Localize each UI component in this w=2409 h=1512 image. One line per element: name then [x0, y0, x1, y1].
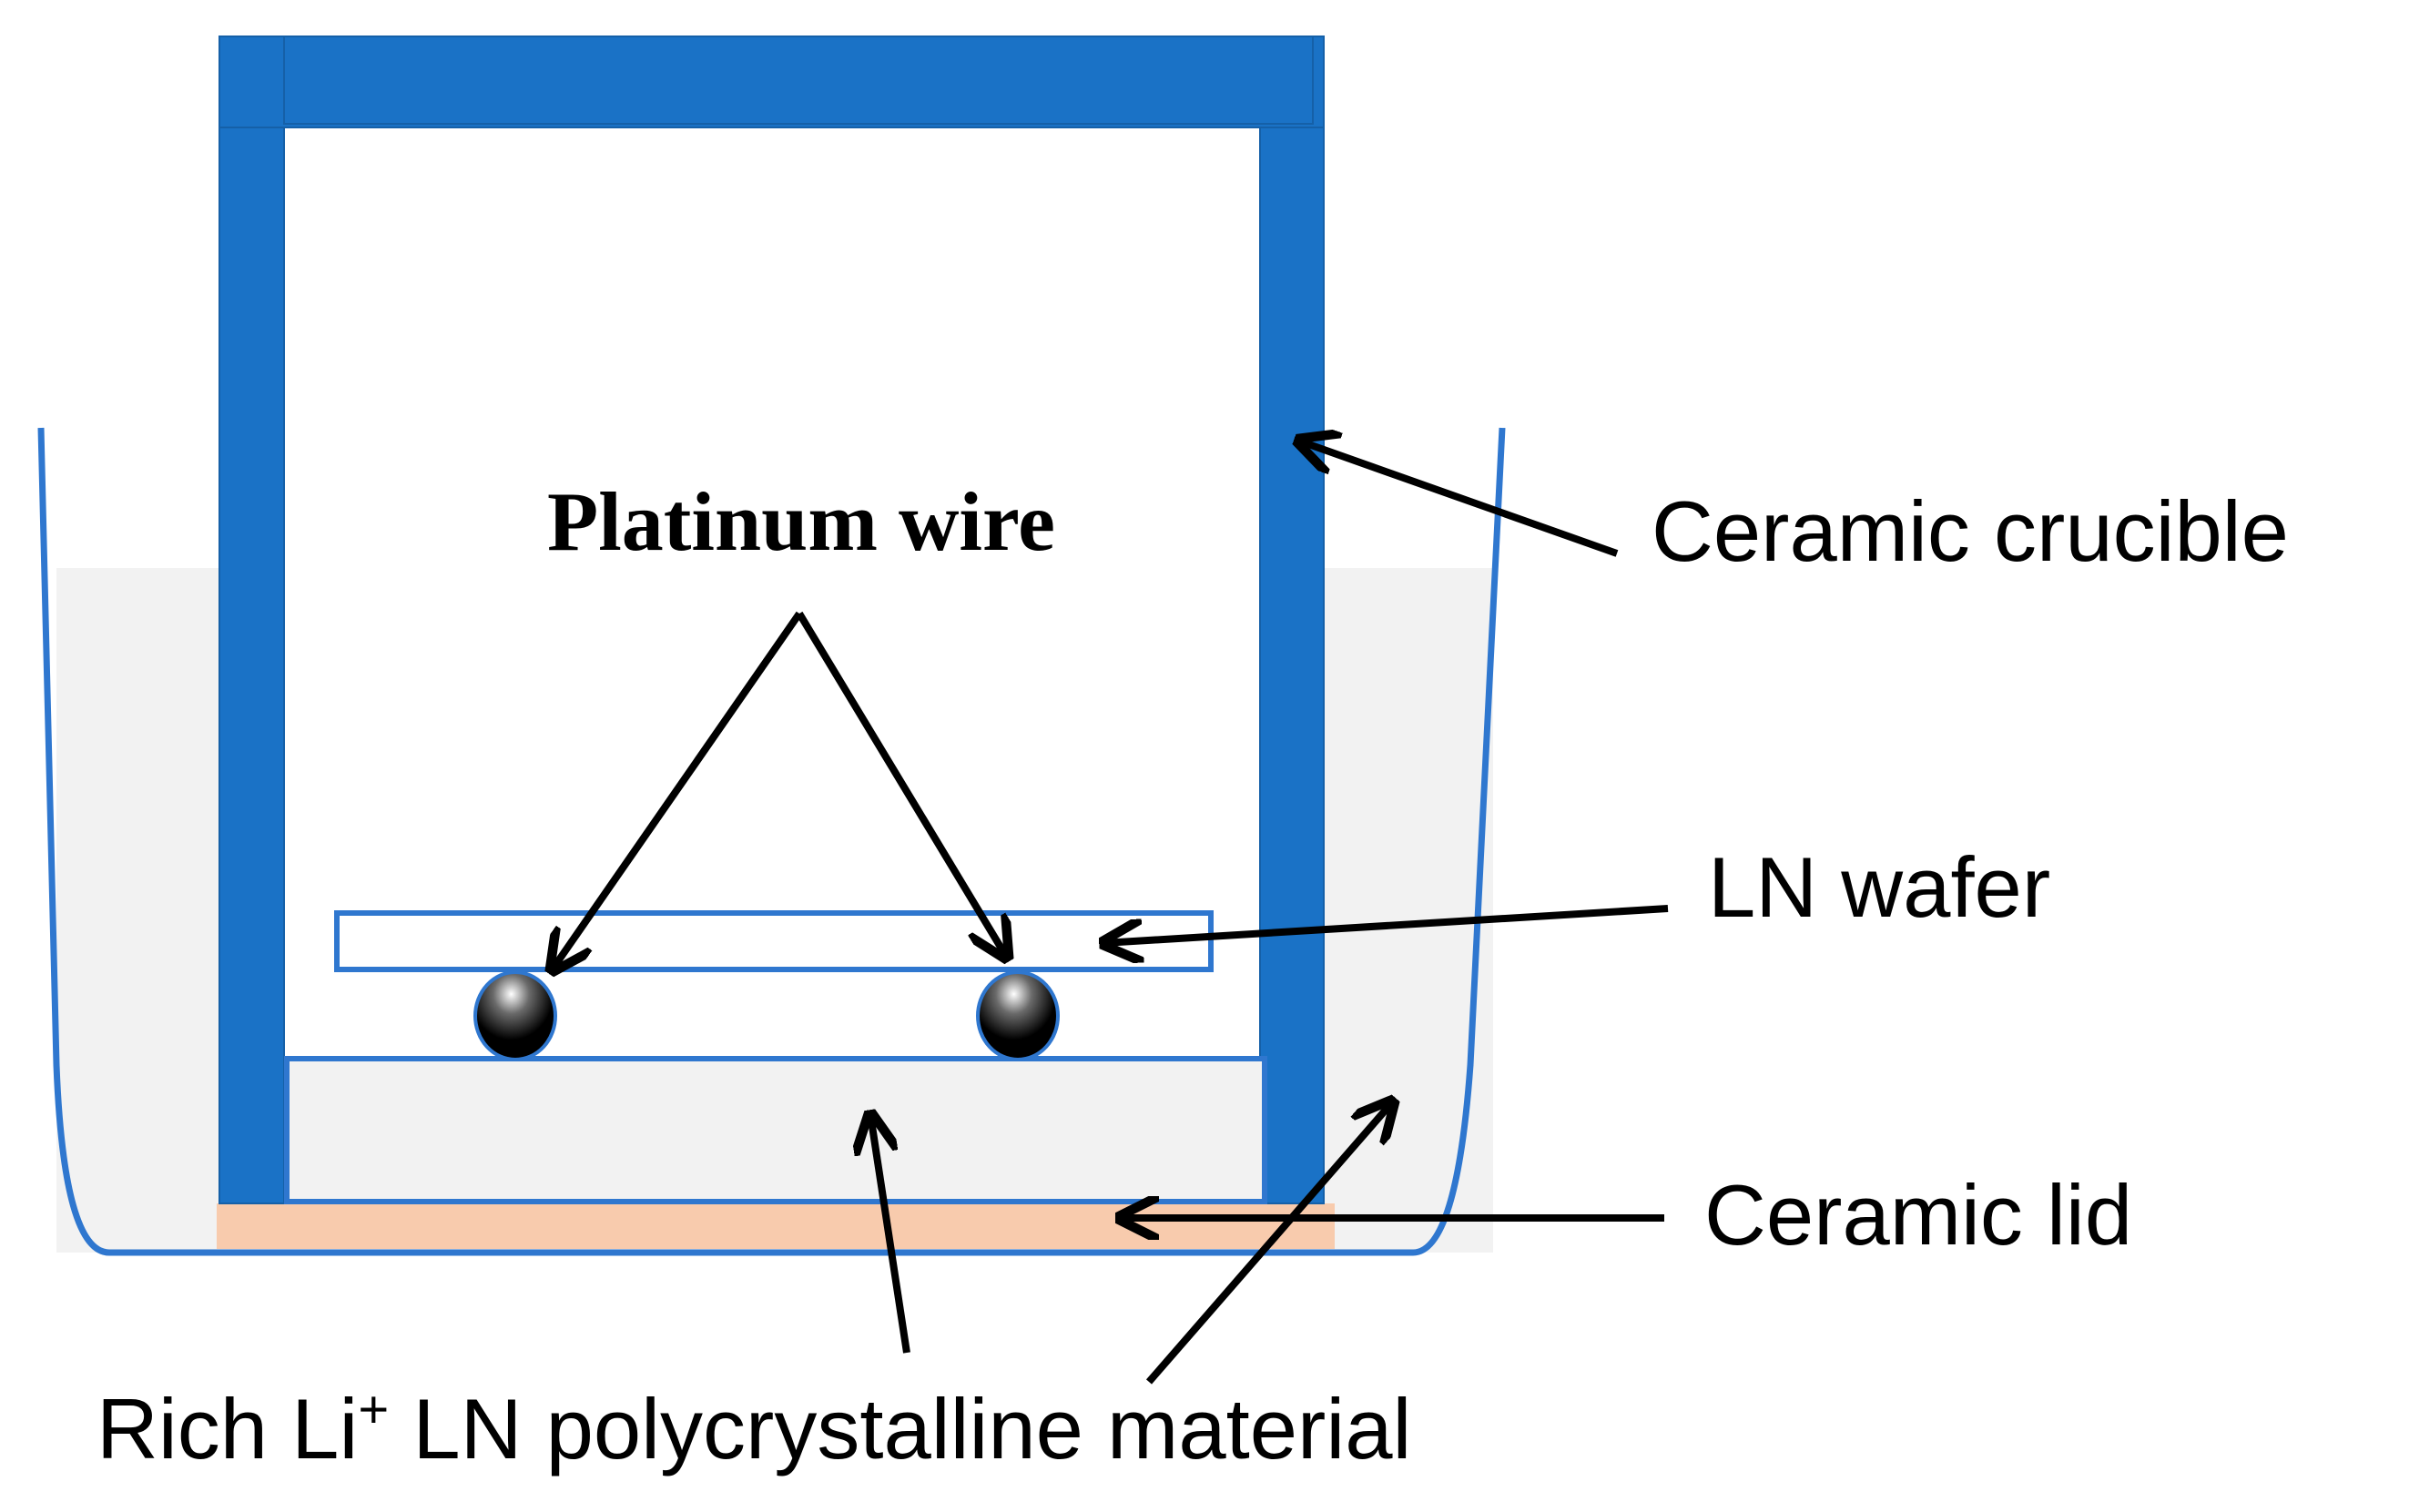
label-rich-li-suffix: LN polycrystalline material	[389, 1381, 1411, 1476]
label-ceramic-lid: Ceramic lid	[1704, 1167, 2132, 1263]
crucible-interior	[284, 127, 1260, 1202]
label-ln-wafer: LN wafer	[1708, 839, 2050, 935]
arrow-ceramic-crucible	[1298, 441, 1619, 557]
label-platinum-wire: Platinum wire	[547, 475, 1055, 568]
label-rich-li-material: Rich Li+ LN polycrystalline material	[97, 1380, 1411, 1476]
ln-wafer	[334, 910, 1214, 972]
label-rich-li-superscript: +	[358, 1380, 389, 1439]
arrow-outer-powder	[1145, 1101, 1393, 1385]
outer-container-wall	[37, 427, 1506, 1256]
annotation-arrows	[552, 441, 1669, 1385]
inner-powder-bed	[284, 1056, 1267, 1204]
ceramic-crucible	[219, 36, 1325, 1204]
arrow-platinum-right	[796, 611, 1007, 958]
label-rich-li-prefix: Rich Li	[97, 1381, 358, 1476]
ceramic-lid	[217, 1203, 1335, 1249]
crucible-top-inner-edge	[283, 36, 1314, 125]
crucible-left-wall	[219, 36, 285, 1204]
arrow-platinum-left	[552, 611, 803, 970]
label-ceramic-crucible: Ceramic crucible	[1652, 483, 2289, 579]
arrow-ln-wafer	[1103, 905, 1669, 943]
arrow-inner-powder	[870, 1114, 910, 1354]
platinum-wire-right	[976, 970, 1060, 1061]
crucible-right-wall	[1259, 36, 1325, 1204]
platinum-wire-left	[473, 970, 557, 1061]
